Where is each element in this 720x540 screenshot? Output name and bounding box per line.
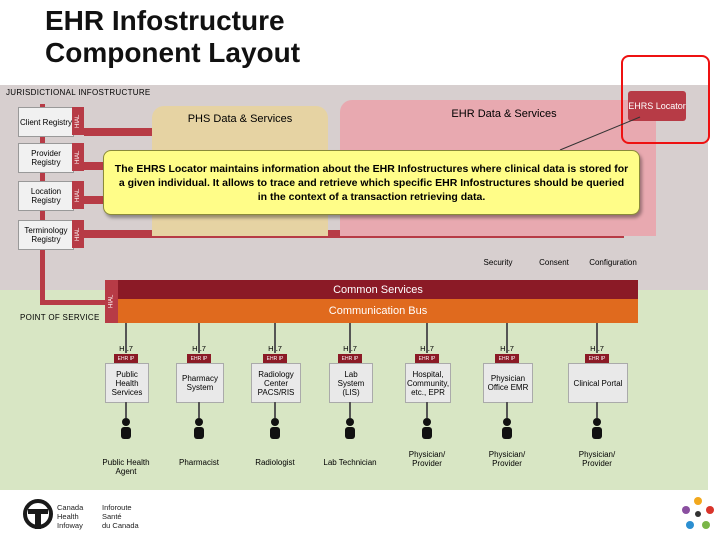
logo-text-fr: Inforoute Santé du Canada (102, 503, 139, 530)
ehr-ip-badge: EHR IP (415, 354, 439, 363)
person-icon (122, 418, 130, 426)
logo-line: Canada (57, 503, 84, 512)
pos-system-box[interactable]: Physician Office EMR (483, 363, 533, 403)
hl7-connector (274, 323, 276, 353)
person-body-icon (270, 427, 280, 439)
pos-connector (40, 300, 105, 305)
logo-line: Santé (102, 512, 122, 521)
locator-highlight-frame (621, 55, 710, 144)
hl7-connector (349, 323, 351, 353)
ehrs-locator[interactable]: EHRS Locator (628, 91, 686, 121)
logo-line: du Canada (102, 521, 139, 530)
person-body-icon (592, 427, 602, 439)
ehr-ip-badge: EHR IP (495, 354, 519, 363)
logo-line: Infoway (57, 521, 83, 530)
pos-system-box[interactable]: Radiology Center PACS/RIS (251, 363, 301, 403)
person-icon (195, 418, 203, 426)
hl7-connector (596, 323, 598, 353)
hl7-connector (426, 323, 428, 353)
person-body-icon (345, 427, 355, 439)
provider-registry[interactable]: Provider Registry (18, 143, 74, 173)
system-user-connector (596, 402, 598, 418)
ehr-ip-badge: EHR IP (187, 354, 211, 363)
phs-data-services-label: PHS Data & Services (187, 113, 293, 125)
common-services-bar[interactable]: Common Services (118, 280, 638, 299)
logo-text-en: Canada Health Infoway (57, 503, 83, 530)
title-line-1: EHR Infostructure (45, 5, 285, 36)
system-user-connector (506, 402, 508, 418)
security-tab[interactable]: Security (483, 257, 513, 267)
system-user-connector (274, 402, 276, 418)
pos-system-box[interactable]: Public Health Services (105, 363, 149, 403)
jurisdictional-label: JURISDICTIONAL INFOSTRUCTURE (6, 88, 151, 97)
person-body-icon (502, 427, 512, 439)
logo-line: Inforoute (102, 503, 132, 512)
hl7-connector (506, 323, 508, 353)
system-user-connector (349, 402, 351, 418)
person-body-icon (121, 427, 131, 439)
registry-connector-1 (84, 128, 152, 136)
pos-system-box[interactable]: Pharmacy System (176, 363, 224, 403)
location-registry[interactable]: Location Registry (18, 181, 74, 211)
point-of-service-label: POINT OF SERVICE (20, 313, 100, 322)
person-icon (271, 418, 279, 426)
user-role-label: Lab Technician (323, 458, 377, 467)
system-user-connector (426, 402, 428, 418)
person-body-icon (194, 427, 204, 439)
title-line-2: Component Layout (45, 37, 301, 68)
ehr-ip-badge: EHR IP (114, 354, 138, 363)
pos-system-box[interactable]: Lab System (LIS) (329, 363, 373, 403)
hial-vertical-tab: HIAL (105, 280, 118, 323)
communication-bus-bar[interactable]: Communication Bus (118, 299, 638, 323)
person-icon (503, 418, 511, 426)
user-role-label: Physician/ Provider (408, 450, 446, 468)
user-role-label: Physician/ Provider (578, 450, 616, 468)
person-body-icon (422, 427, 432, 439)
ehr-ip-badge: EHR IP (338, 354, 362, 363)
canada-health-infoway-logo-icon (23, 499, 53, 529)
page-title: EHR Infostructure Component Layout (45, 5, 300, 69)
ehr-data-services-label: EHR Data & Services (451, 108, 557, 120)
terminology-registry[interactable]: Terminology Registry (18, 220, 74, 250)
locator-callout: The EHRS Locator maintains information a… (103, 150, 640, 215)
callout-pointer (559, 116, 641, 151)
person-icon (593, 418, 601, 426)
configuration-tab[interactable]: Configuration (589, 257, 637, 267)
user-role-label: Radiologist (255, 458, 295, 467)
logo-line: Health (57, 512, 79, 521)
hl7-connector (198, 323, 200, 353)
user-role-label: Pharmacist (178, 458, 219, 467)
system-user-connector (125, 402, 127, 418)
user-role-label: Public Health Agent (102, 458, 150, 476)
pinwheel-icon (682, 497, 714, 529)
system-user-connector (198, 402, 200, 418)
hl7-connector (125, 323, 127, 353)
person-icon (423, 418, 431, 426)
user-role-label: Physician/ Provider (488, 450, 526, 468)
pos-system-box[interactable]: Hospital, Community, etc., EPR (405, 363, 451, 403)
consent-tab[interactable]: Consent (539, 257, 569, 267)
ehr-ip-badge: EHR IP (585, 354, 609, 363)
person-icon (346, 418, 354, 426)
ehr-ip-badge: EHR IP (263, 354, 287, 363)
pos-system-box[interactable]: Clinical Portal (568, 363, 628, 403)
